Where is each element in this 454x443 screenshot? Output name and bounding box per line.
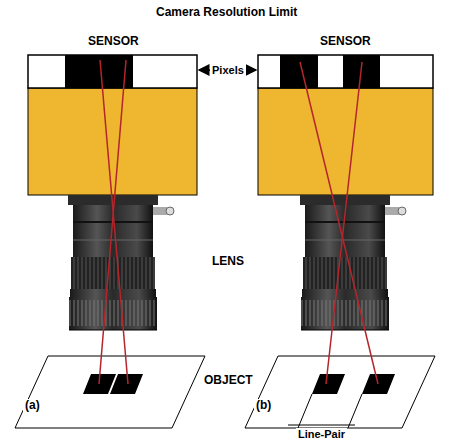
panel-label: (b) xyxy=(254,399,273,412)
object-label: OBJECT xyxy=(204,374,253,387)
diagram-title: Camera Resolution Limit xyxy=(156,6,297,19)
pixels-label: Pixels xyxy=(212,64,244,76)
sensor-label: SENSOR xyxy=(88,35,139,48)
line-pair-label: Line-Pair xyxy=(296,428,347,440)
panel-label: (a) xyxy=(23,399,42,412)
sensor-label: SENSOR xyxy=(320,35,371,48)
lens-label: LENS xyxy=(212,255,244,268)
